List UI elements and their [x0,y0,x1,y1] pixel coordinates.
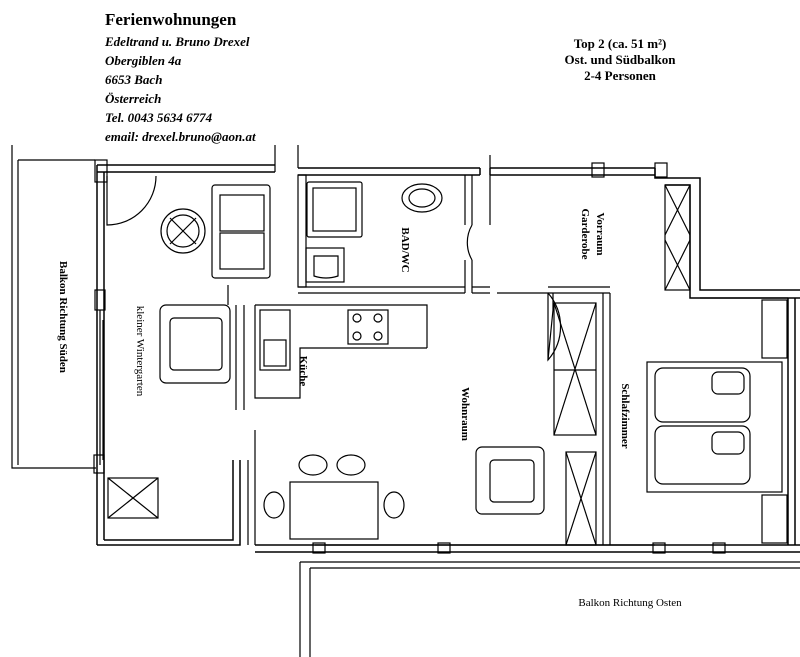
label-kueche: Küche [297,355,309,387]
label-vorraum: Vorraum [594,212,606,256]
label-balkon-ost: Balkon Richtung Osten [578,597,682,609]
bathroom-fixtures [305,181,443,283]
label-wintergarten: kleiner Wintergarten [134,305,146,397]
windows [93,159,726,554]
wardrobe [664,184,691,291]
unit-persons: 2-4 Personen [584,68,656,83]
label-balkon-sued: Balkon Richtung Süden [57,261,69,373]
label-bad: BAD/WC [399,227,411,273]
label-wohnraum: Wohnraum [459,387,471,441]
wintergarten-furniture [107,184,271,519]
unit-info: Top 2 (ca. 51 m²) Ost. und Südbalkon 2-4… [545,36,695,84]
email-address: email: drexel.bruno@aon.at [105,129,256,144]
page-title: Ferienwohnungen [105,10,237,29]
phone-number: Tel. 0043 5634 6774 [105,110,213,125]
doors [106,175,562,362]
unit-top: Top 2 (ca. 51 m²) [573,36,667,51]
contact-block: Ferienwohnungen Edeltrand u. Bruno Drexe… [105,8,256,146]
wohnraum-furniture [263,302,597,546]
unit-balconies: Ost. und Südbalkon [564,52,676,67]
address-city: 6653 Bach [105,72,163,87]
kitchen-fixtures [259,309,389,371]
balcony-south [11,145,96,469]
roof-marks [274,145,491,172]
exterior-walls [96,164,800,553]
balcony-east [299,561,800,657]
label-garderobe: Garderobe [579,208,591,260]
address-country: Österreich [105,91,162,106]
address-street: Obergiblen 4a [105,53,182,68]
bedroom-furniture [646,299,788,544]
owner-name: Edeltrand u. Bruno Drexel [105,34,250,49]
label-schlafzimmer: Schlafzimmer [619,383,631,449]
interior-walls [227,174,611,545]
